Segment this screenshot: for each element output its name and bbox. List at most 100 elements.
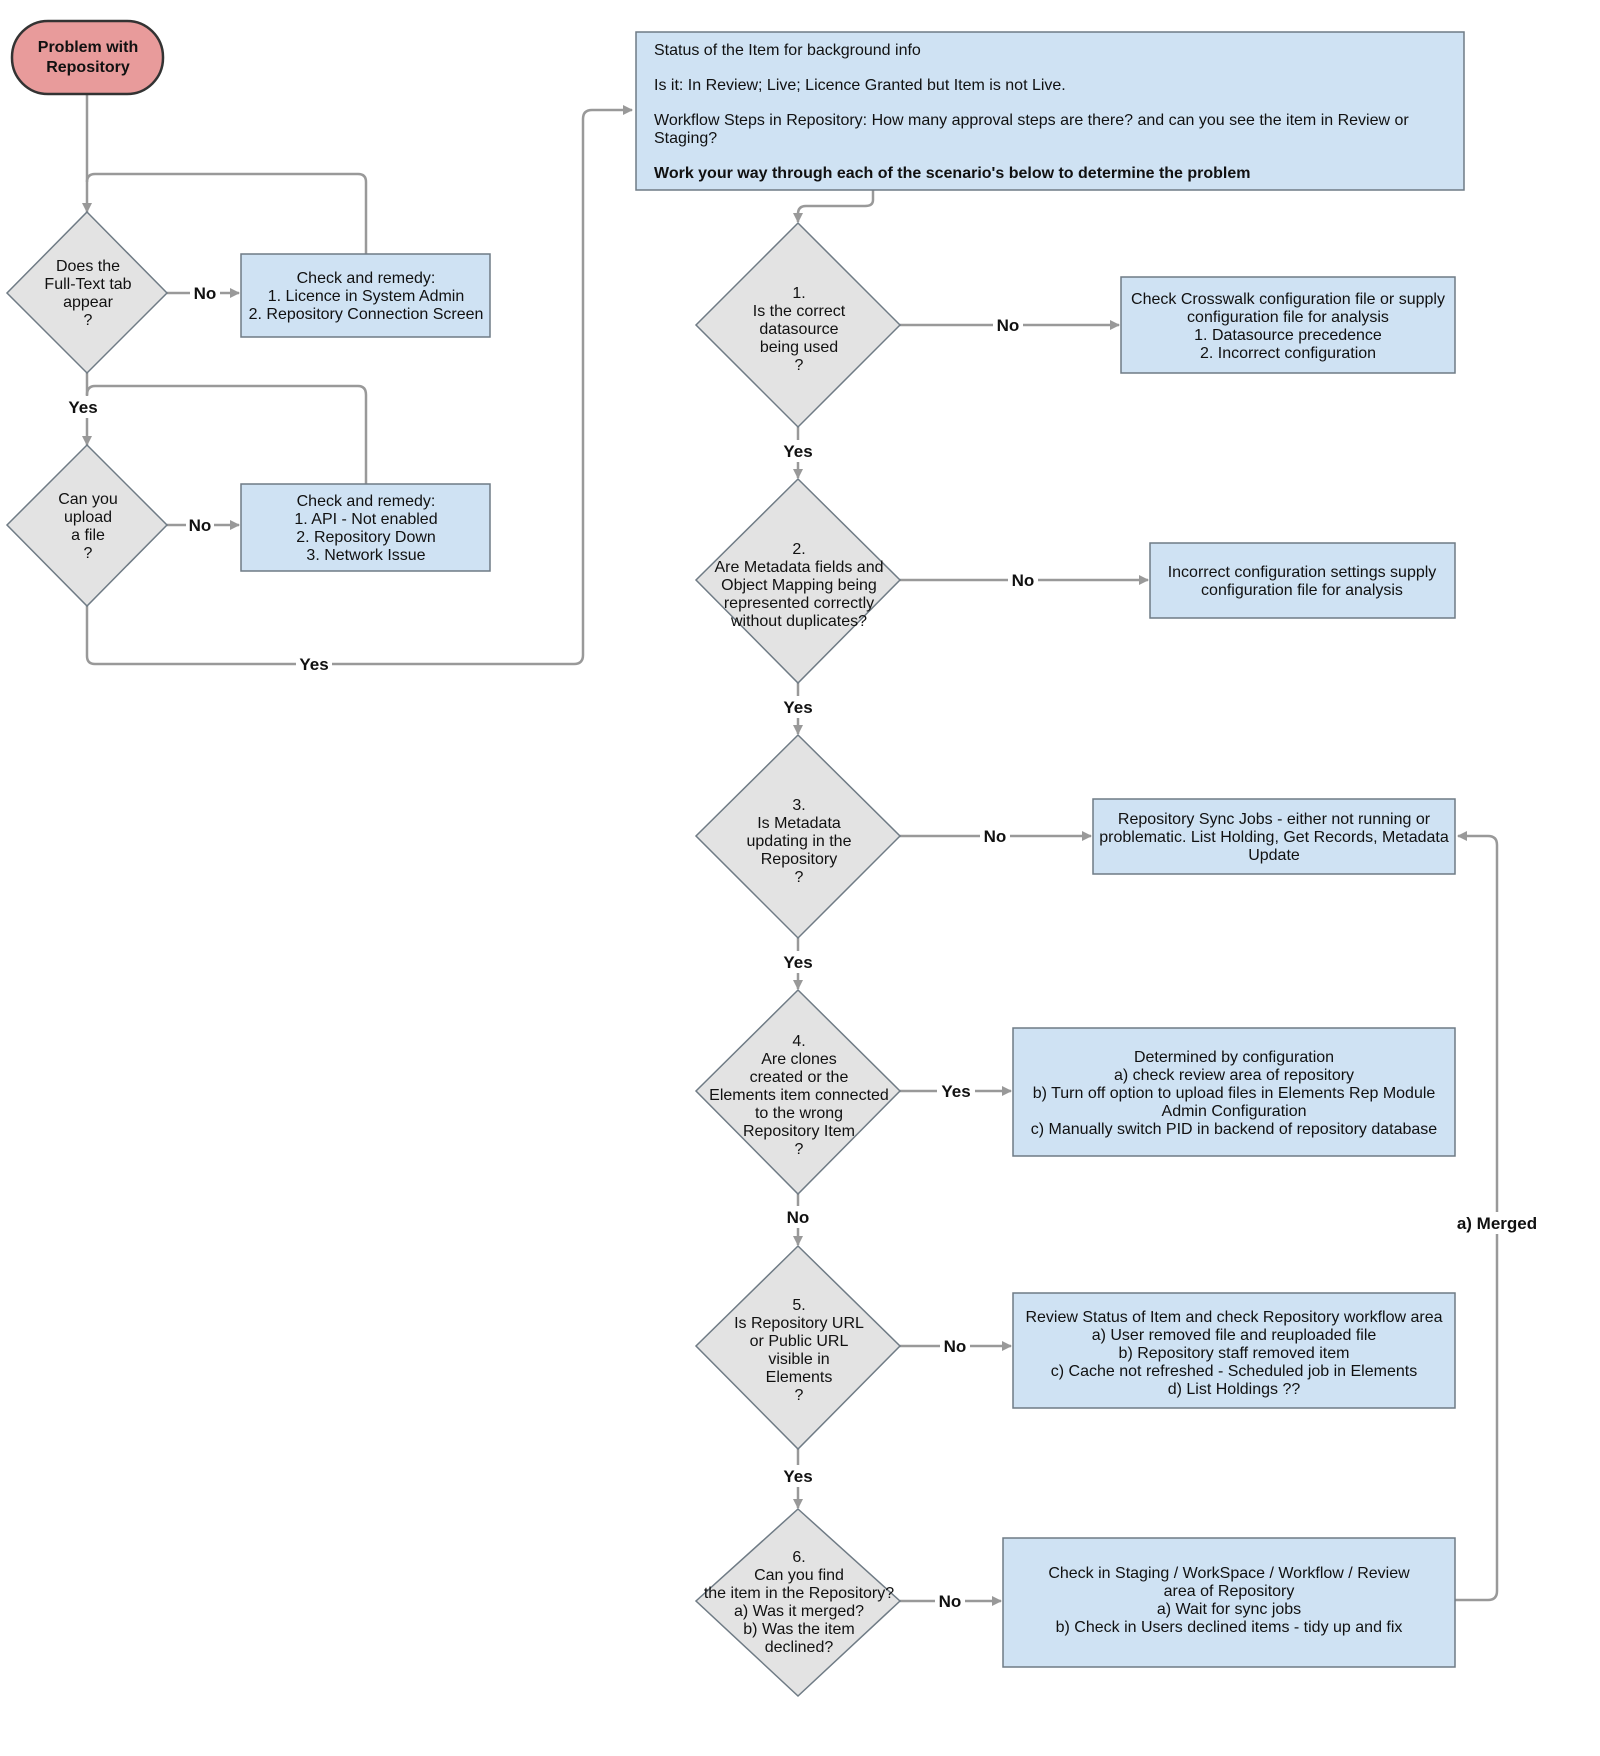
q3-line-5: ? [795, 869, 804, 886]
decision-q5-repository-url: 5. Is Repository URL or Public URL visib… [694, 1244, 902, 1451]
start-line-1: Problem with [38, 39, 138, 56]
remedy-fulltext-line-3: 2. Repository Connection Screen [249, 306, 484, 323]
start-line-2: Repository [46, 59, 130, 76]
q5-line-3: or Public URL [750, 1333, 849, 1350]
label-no-q2: No [1012, 571, 1035, 590]
status-box: Status of the Item for background info I… [635, 31, 1465, 191]
edge-status-to-q1 [793, 190, 875, 223]
remedy-fulltext-line-1: Check and remedy: [297, 270, 436, 287]
q5-line-1: 5. [792, 1297, 805, 1314]
decision-fulltext-tab: Does the Full-Text tab appear ? [5, 210, 169, 375]
answer-a5-box: Review Status of Item and check Reposito… [1012, 1292, 1456, 1409]
q2-line-5: without duplicates? [730, 613, 867, 630]
a2-line-2: configuration file for analysis [1201, 582, 1403, 599]
a4-line-5: c) Manually switch PID in backend of rep… [1031, 1121, 1438, 1138]
edge-remedy-upload-loop [85, 384, 368, 484]
status-line-1: Status of the Item for background info [654, 42, 921, 59]
label-yes-q1: Yes [783, 442, 812, 461]
q5-line-2: Is Repository URL [734, 1315, 864, 1332]
a1-line-4: 2. Incorrect configuration [1200, 345, 1376, 362]
label-merged: a) Merged [1457, 1214, 1537, 1233]
label-yes-q5: Yes [783, 1467, 812, 1486]
q5-line-4: visible in [768, 1351, 829, 1368]
a5-line-3: b) Repository staff removed item [1119, 1345, 1350, 1362]
remedy-upload-line-2: 1. API - Not enabled [294, 511, 437, 528]
a6-line-3: a) Wait for sync jobs [1157, 1601, 1301, 1618]
remedy-upload-line-4: 3. Network Issue [306, 547, 425, 564]
edge-remedy-fulltext-loop [85, 172, 368, 254]
q6-line-1: 6. [792, 1549, 805, 1566]
q6-line-3: the item in the Repository? [704, 1585, 894, 1602]
label-yes-q2: Yes [783, 698, 812, 717]
q6-line-2: Can you find [754, 1567, 844, 1584]
label-yes-q4: Yes [941, 1082, 970, 1101]
label-no-upload: No [189, 516, 212, 535]
q-upload-line-3: a file [71, 527, 105, 544]
q6-line-6: declined? [765, 1639, 834, 1656]
label-no-fulltext: No [194, 284, 217, 303]
q1-line-1: 1. [792, 285, 805, 302]
q-upload-line-1: Can you [58, 491, 118, 508]
decision-q2-metadata-fields: 2. Are Metadata fields and Object Mappin… [694, 477, 902, 685]
label-yes-q3: Yes [783, 953, 812, 972]
q-upload-line-4: ? [84, 545, 93, 562]
decision-q6-find-item: 6. Can you find the item in the Reposito… [694, 1507, 902, 1698]
label-yes-upload: Yes [299, 655, 328, 674]
q1-line-4: being used [760, 339, 838, 356]
q2-line-3: Object Mapping being [721, 577, 877, 594]
answer-a3-box: Repository Sync Jobs - either not runnin… [1092, 798, 1456, 875]
q1-line-3: datasource [759, 321, 838, 338]
a3-line-1: Repository Sync Jobs - either not runnin… [1118, 811, 1431, 828]
a1-line-3: 1. Datasource precedence [1194, 327, 1382, 344]
q-fulltext-line-1: Does the [56, 258, 120, 275]
edge-labels: No Yes No Yes No Yes No Yes No Yes Yes N… [66, 282, 1542, 1612]
q3-line-3: updating in the [747, 833, 852, 850]
remedy-upload-line-1: Check and remedy: [297, 493, 436, 510]
label-no-q6: No [939, 1592, 962, 1611]
q3-line-1: 3. [792, 797, 805, 814]
q1-line-2: Is the correct [753, 303, 846, 320]
start-terminal: Problem with Repository [10, 19, 165, 96]
remedy-upload-line-3: 2. Repository Down [296, 529, 436, 546]
status-line-2: Is it: In Review; Live; Licence Granted … [654, 77, 1066, 94]
q3-line-4: Repository [761, 851, 837, 868]
q1-line-5: ? [795, 357, 804, 374]
label-yes-fulltext: Yes [68, 398, 97, 417]
decision-q3-metadata-updating: 3. Is Metadata updating in the Repositor… [694, 733, 902, 940]
remedy-fulltext-box: Check and remedy: 1. Licence in System A… [240, 253, 491, 338]
a1-line-1: Check Crosswalk configuration file or su… [1131, 291, 1445, 308]
a5-line-5: d) List Holdings ?? [1168, 1381, 1301, 1398]
a6-line-2: area of Repository [1164, 1583, 1295, 1600]
a6-line-4: b) Check in Users declined items - tidy … [1056, 1619, 1403, 1636]
answer-a1-box: Check Crosswalk configuration file or su… [1120, 276, 1456, 374]
decision-upload-file: Can you upload a file ? [5, 443, 169, 608]
remedy-upload-box: Check and remedy: 1. API - Not enabled 2… [240, 483, 491, 572]
answer-a6-box: Check in Staging / WorkSpace / Workflow … [1002, 1537, 1456, 1668]
q4-line-6: Repository Item [743, 1123, 855, 1140]
q4-line-3: created or the [750, 1069, 849, 1086]
decision-q4-clones: 4. Are clones created or the Elements it… [694, 988, 902, 1196]
q6-line-4: a) Was it merged? [734, 1603, 864, 1620]
q5-line-6: ? [795, 1387, 804, 1404]
a3-line-3: Update [1248, 847, 1300, 864]
q4-line-4: Elements item connected [709, 1087, 889, 1104]
edge-q-upload-yes [85, 105, 633, 666]
q3-line-2: Is Metadata [757, 815, 841, 832]
decision-q1-datasource: 1. Is the correct datasource being used … [694, 221, 902, 429]
a4-line-4: Admin Configuration [1162, 1103, 1307, 1120]
q4-line-2: Are clones [761, 1051, 837, 1068]
a2-line-1: Incorrect configuration settings supply [1168, 564, 1437, 581]
q-fulltext-line-2: Full-Text tab [44, 276, 131, 293]
a6-line-1: Check in Staging / WorkSpace / Workflow … [1048, 1565, 1410, 1582]
a3-line-2: problematic. List Holding, Get Records, … [1099, 829, 1449, 846]
label-no-q1: No [997, 316, 1020, 335]
label-no-q3: No [984, 827, 1007, 846]
a4-line-3: b) Turn off option to upload files in El… [1033, 1085, 1436, 1102]
a1-line-2: configuration file for analysis [1187, 309, 1389, 326]
a4-line-1: Determined by configuration [1134, 1049, 1334, 1066]
status-line-3a: Workflow Steps in Repository: How many a… [654, 112, 1409, 129]
q-fulltext-line-4: ? [84, 312, 93, 329]
q4-line-5: to the wrong [755, 1105, 843, 1122]
